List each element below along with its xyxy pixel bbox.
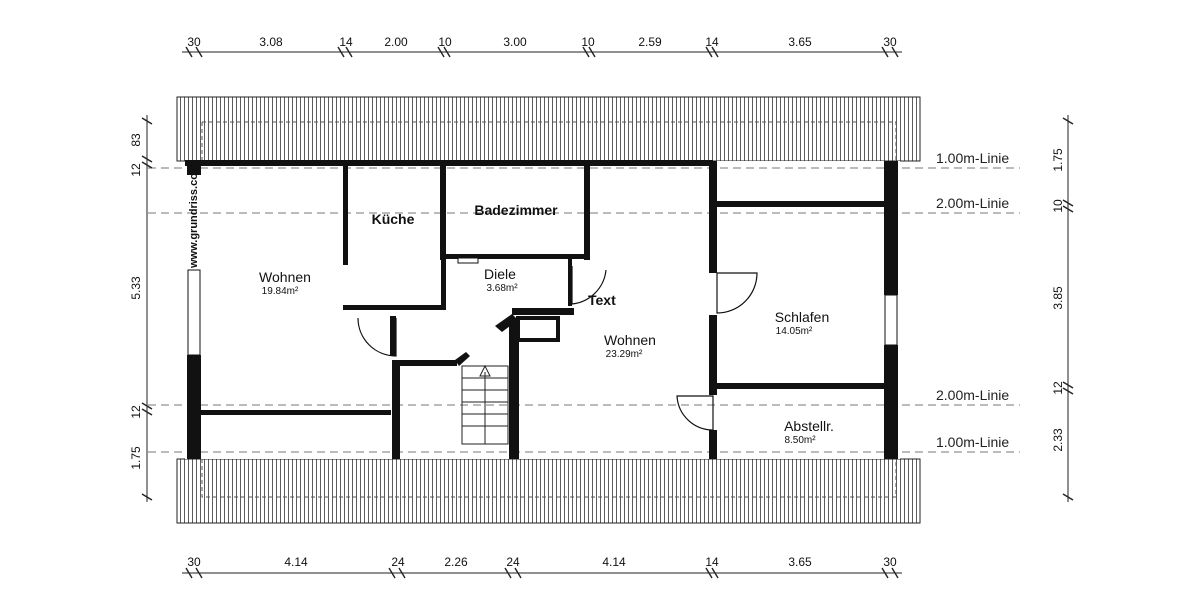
dim-bottom-8: 30 [883,555,897,569]
room-wohnen-left-name: Wohnen [259,269,311,285]
dim-top-3: 2.00 [384,35,408,49]
dimension-chain-top [182,46,902,58]
height-line-label-2m-bottom: 2.00m-Linie [936,387,1009,403]
free-text-label: Text [588,292,616,308]
dim-right-1: 10 [1051,199,1065,213]
dim-bottom-1: 4.14 [284,555,308,569]
dim-bottom-4: 24 [506,555,520,569]
height-line-label-1m-top: 1.00m-Linie [936,150,1009,166]
room-diele-area: 3.68m² [486,283,518,294]
doors [357,266,758,431]
roof-strip-bottom [176,458,921,524]
dim-top-0: 30 [187,35,201,49]
room-wohnen-right-area: 23.29m² [606,349,643,360]
stairs [461,364,509,445]
dimension-chain-right [1062,115,1074,502]
height-line-label-1m-bottom: 1.00m-Linie [936,434,1009,450]
dim-top-1: 3.08 [259,35,283,49]
room-wohnen-right-name: Wohnen [604,332,656,348]
dim-top-6: 10 [581,35,595,49]
dim-top-10: 30 [883,35,897,49]
dim-top-2: 14 [339,35,353,49]
dim-bottom-0: 30 [187,555,201,569]
dim-bottom-2: 24 [391,555,405,569]
room-diele-name: Diele [484,266,516,282]
dim-bottom-5: 4.14 [602,555,626,569]
walls [185,160,898,459]
dim-left-1: 83 [129,133,143,147]
windows [187,257,898,356]
dim-right-0: 1.75 [1051,148,1065,172]
dim-left-0: 12 [129,163,143,177]
dim-right-4: 2.33 [1051,428,1065,452]
room-wohnen-left-area: 19.84m² [262,286,299,297]
room-badezimmer-name: Badezimmer [474,202,558,218]
dim-left-3: 12 [129,405,143,419]
dim-right-2: 3.85 [1051,286,1065,310]
height-line-label-2m-top: 2.00m-Linie [936,195,1009,211]
dim-top-7: 2.59 [638,35,662,49]
room-schlafen-name: Schlafen [775,309,829,325]
dim-left-4: 1.75 [129,446,143,470]
dim-top-4: 10 [438,35,452,49]
dim-bottom-7: 3.65 [788,555,812,569]
eaves-outline [201,121,897,498]
dim-right-3: 12 [1051,381,1065,395]
dim-top-5: 3.00 [503,35,527,49]
dim-bottom-6: 14 [705,555,719,569]
dim-bottom-3: 2.26 [444,555,468,569]
watermark-text: www.grundriss.com [188,163,200,269]
room-schlafen-area: 14.05m² [776,326,813,337]
dim-left-2: 5.33 [129,276,143,300]
dim-top-8: 14 [705,35,719,49]
dimension-chain-bottom [182,567,902,579]
room-kueche-name: Küche [372,211,415,227]
roof-strip-top [176,96,921,162]
dimension-chain-left [141,115,153,502]
dim-top-9: 3.65 [788,35,812,49]
room-abstellr-name: Abstellr. [784,418,834,434]
room-abstellr-area: 8.50m² [784,435,816,446]
